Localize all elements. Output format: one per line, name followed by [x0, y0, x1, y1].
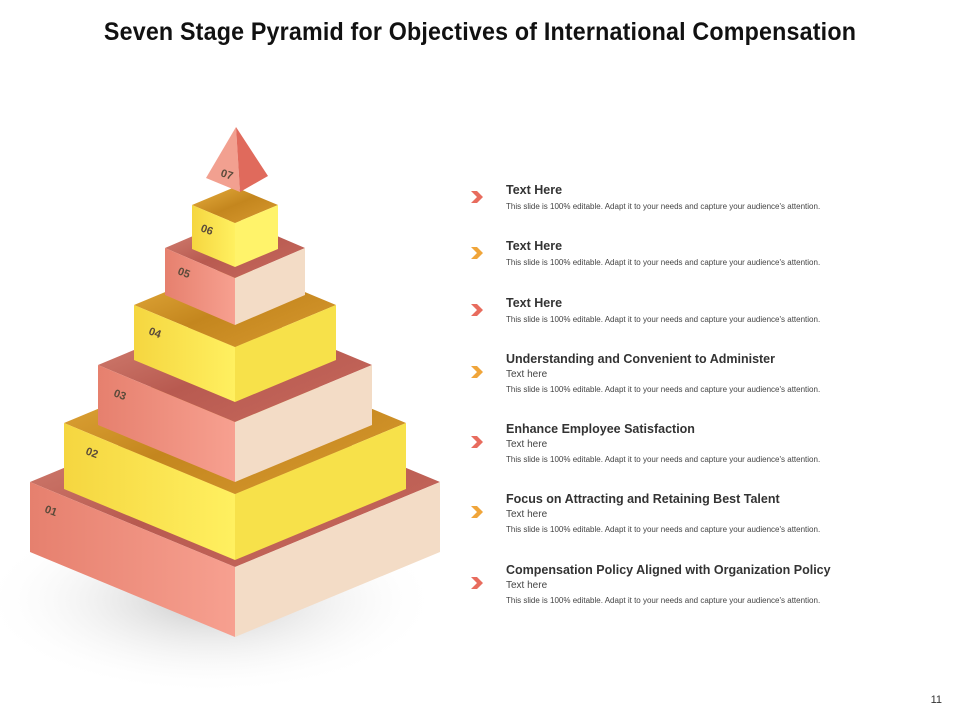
list-item: Compensation Policy Aligned with Organiz…: [468, 563, 938, 613]
arrow-shape: [471, 304, 483, 316]
stage-label-05: 05: [176, 266, 192, 281]
list-item: Text Here This slide is 100% editable. A…: [468, 183, 938, 223]
item-description: This slide is 100% editable. Adapt it to…: [506, 596, 821, 605]
list-item: Text Here This slide is 100% editable. A…: [468, 239, 938, 279]
item-subtext: Text here: [506, 439, 548, 450]
stage-label-03: 03: [112, 388, 128, 403]
item-heading: Understanding and Convenient to Administ…: [506, 352, 775, 366]
item-heading: Focus on Attracting and Retaining Best T…: [506, 492, 780, 506]
stage-label-07: 07: [219, 167, 234, 182]
stage-07: 07: [206, 127, 268, 192]
stage-label-01: 01: [43, 504, 59, 519]
item-description: This slide is 100% editable. Adapt it to…: [506, 525, 821, 534]
item-subtext: Text here: [506, 369, 548, 380]
stage-06: 06: [192, 187, 278, 267]
item-description: This slide is 100% editable. Adapt it to…: [506, 315, 821, 324]
arrow-shape: [471, 247, 483, 259]
chevron-right-icon: [471, 366, 483, 378]
item-heading: Compensation Policy Aligned with Organiz…: [506, 563, 831, 577]
chevron-right-icon: [471, 247, 483, 259]
item-subtext: Text here: [506, 509, 548, 520]
chevron-right-icon: [471, 191, 483, 203]
arrow-shape: [471, 191, 483, 203]
arrow-shape: [471, 577, 483, 589]
item-heading: Text Here: [506, 183, 563, 197]
item-description: This slide is 100% editable. Adapt it to…: [506, 258, 821, 267]
slide-title: Seven Stage Pyramid for Objectives of In…: [103, 18, 857, 46]
chevron-right-icon: [471, 436, 483, 448]
list-item: Understanding and Convenient to Administ…: [468, 352, 938, 402]
chevron-right-icon: [471, 304, 483, 316]
stage-label-04: 04: [147, 326, 163, 342]
arrow-shape: [471, 366, 483, 378]
list-item: Enhance Employee Satisfaction Text here …: [468, 422, 938, 472]
list-item: Focus on Attracting and Retaining Best T…: [468, 492, 938, 542]
item-description: This slide is 100% editable. Adapt it to…: [506, 385, 821, 394]
stage-label-06: 06: [199, 223, 215, 238]
page-number: 11: [930, 694, 942, 706]
chevron-right-icon: [471, 506, 483, 518]
item-description: This slide is 100% editable. Adapt it to…: [506, 202, 821, 211]
item-heading: Text Here: [506, 296, 563, 310]
list-item: Text Here This slide is 100% editable. A…: [468, 296, 938, 336]
seven-stage-pyramid: 01 02 03 04 05 06 07: [0, 127, 440, 695]
stage-label-02: 02: [84, 446, 100, 461]
item-heading: Text Here: [506, 239, 563, 253]
arrow-shape: [471, 506, 483, 518]
arrow-shape: [471, 436, 483, 448]
chevron-right-icon: [471, 577, 483, 589]
item-heading: Enhance Employee Satisfaction: [506, 422, 695, 436]
item-subtext: Text here: [506, 580, 548, 591]
item-description: This slide is 100% editable. Adapt it to…: [506, 455, 821, 464]
